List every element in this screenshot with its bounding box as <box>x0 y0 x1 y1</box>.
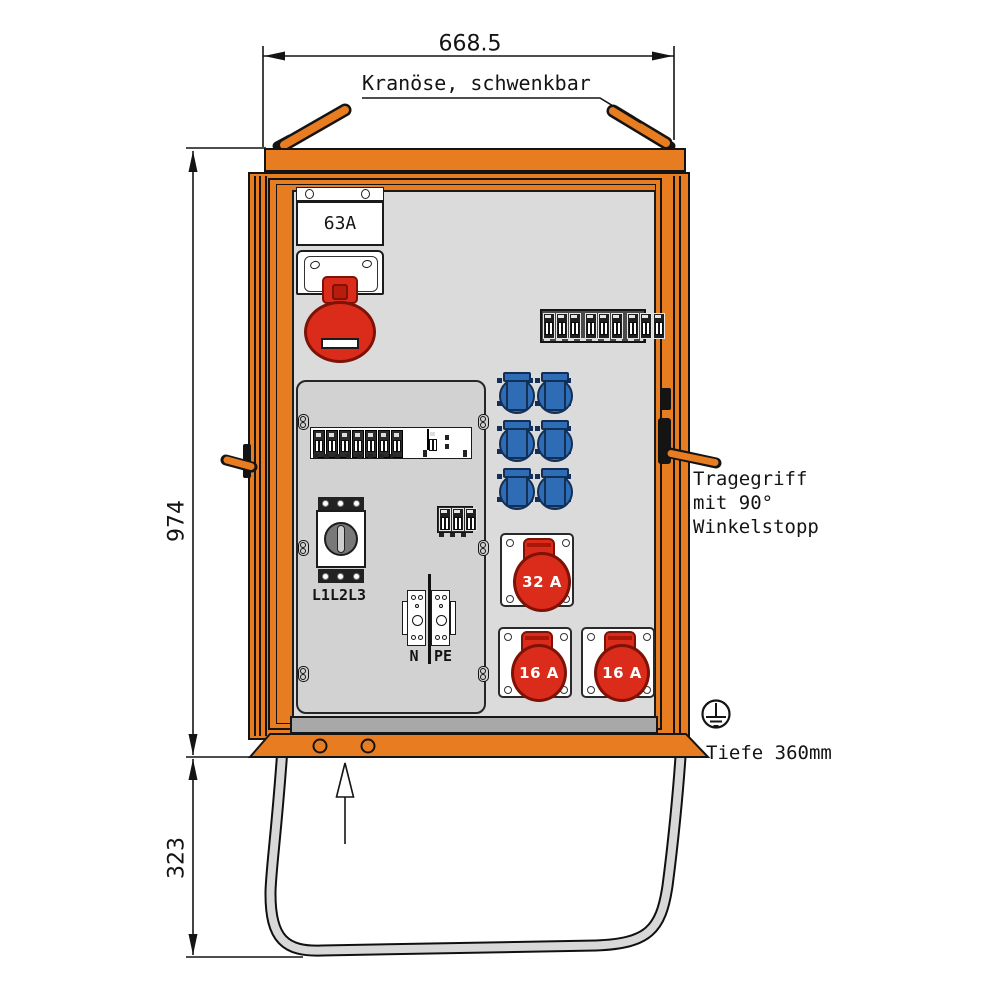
panel-screw <box>478 540 489 556</box>
pe-terminal-block <box>431 590 450 646</box>
cee-16a-label: 16 A <box>519 664 559 682</box>
din-breaker <box>378 430 390 458</box>
schuko-socket <box>535 468 573 510</box>
schuko-socket <box>497 468 535 510</box>
terminal-pe-label: PE <box>433 647 453 665</box>
earth-symbol-icon <box>701 699 731 729</box>
mcb-unit <box>653 313 665 339</box>
cee-32a-label: 32 A <box>522 573 562 591</box>
panel-screw <box>298 540 309 556</box>
mcb-unit <box>452 508 464 531</box>
mcb-unit <box>585 313 597 339</box>
wall-profile-line <box>265 176 267 736</box>
stand-dimension-label: 323 <box>164 837 190 879</box>
mcb-unit <box>640 313 652 339</box>
width-dimension <box>262 46 675 147</box>
stand-dimension <box>186 759 303 958</box>
carry-handle-left <box>220 444 258 478</box>
inlet-cap-handle <box>321 338 359 349</box>
pe-bar <box>428 574 431 664</box>
n-terminal-block <box>407 590 426 646</box>
terminal-n-label: N <box>409 647 419 665</box>
main-switch-body <box>316 510 366 568</box>
cabinet-roof <box>264 148 686 172</box>
carry-handle-right <box>658 388 722 469</box>
width-dimension-label: 668.5 <box>438 31 502 57</box>
schuko-socket <box>497 420 535 462</box>
wall-profile-line <box>259 176 261 736</box>
cee-socket-16a-left: 16 A <box>498 627 572 702</box>
cee-16a-label: 16 A <box>602 664 642 682</box>
mcb-unit <box>611 313 623 339</box>
drain-hole <box>312 738 328 754</box>
panel-screw <box>478 414 489 430</box>
stand-tube <box>264 740 688 957</box>
inlet-rating-plate: 63A <box>296 201 384 246</box>
schuko-socket <box>535 372 573 414</box>
handle-note: Tragegriff mit 90° Winkelstopp <box>693 467 819 539</box>
sub-panel: L1L2L3 N PE <box>296 380 489 714</box>
mcb-unit <box>465 508 477 531</box>
crane-eye-left-icon <box>272 103 352 152</box>
terminal-wing <box>450 601 456 635</box>
crane-leader-line <box>362 97 642 124</box>
crane-eye-right-icon <box>606 104 676 151</box>
cee-socket-16a-right: 16 A <box>581 627 655 702</box>
height-dimension-label: 974 <box>164 500 190 542</box>
crane-label: Kranöse, schwenkbar <box>362 71 591 95</box>
handle-note-line3: Winkelstopp <box>693 516 819 538</box>
drain-hole <box>360 738 376 754</box>
panel-screw <box>298 666 309 682</box>
panel-screw <box>478 666 489 682</box>
depth-note: Tiefe 360mm <box>706 742 832 764</box>
din-breaker <box>391 430 403 458</box>
rcd-device <box>427 429 429 450</box>
inlet-cap <box>304 301 376 363</box>
din-breaker <box>326 430 338 458</box>
mcb-unit <box>569 313 581 339</box>
height-dimension <box>186 147 266 758</box>
main-switch <box>314 495 368 595</box>
din-rail <box>310 427 472 459</box>
up-arrow-icon <box>335 762 355 844</box>
handle-note-line2: mit 90° <box>693 492 774 514</box>
rotary-knob <box>324 522 358 556</box>
mcb-group-row <box>540 309 665 343</box>
mcb-unit <box>543 313 555 339</box>
mounting-panel: 63A <box>292 187 665 718</box>
mcb-unit <box>439 508 451 531</box>
inlet-top-strip <box>296 187 384 201</box>
schuko-socket <box>535 420 573 462</box>
handle-note-line1: Tragegriff <box>693 468 808 490</box>
mcb-unit <box>556 313 568 339</box>
din-breaker <box>365 430 377 458</box>
panel-screw <box>298 414 309 430</box>
inlet-lid-latch <box>322 276 358 304</box>
aux-breaker <box>437 506 477 533</box>
cee-socket-32a: 32 A <box>500 533 574 612</box>
schuko-socket <box>497 372 535 414</box>
inlet-rating-label: 63A <box>323 213 357 234</box>
wall-profile-line <box>254 176 256 736</box>
main-switch-label: L1L2L3 <box>311 586 367 604</box>
